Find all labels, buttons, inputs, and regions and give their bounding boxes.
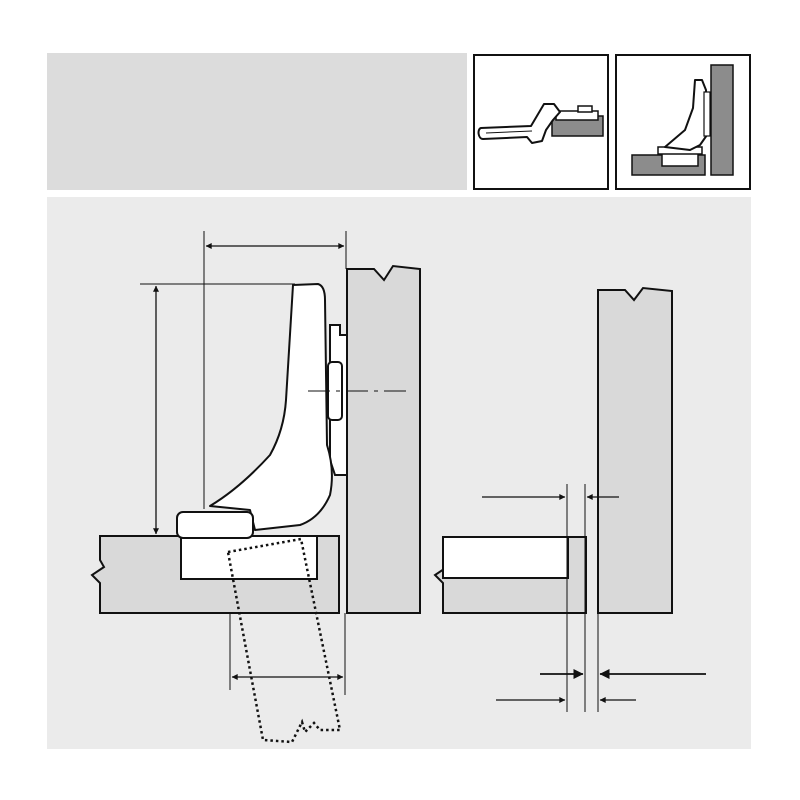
thumb2-side-panel [710, 64, 734, 176]
header-band [47, 53, 467, 190]
thumb1-hinge-arm [477, 103, 561, 144]
left-door-open-outline [226, 537, 342, 744]
right-cup-recess [442, 536, 569, 579]
thumb1-cup-top [577, 105, 593, 113]
left-hinge-arm [209, 283, 333, 531]
left-hinge-cup [176, 511, 254, 539]
hinge-type-full-overlay-thumbnail[interactable] [473, 54, 609, 190]
left-side-panel [346, 264, 421, 614]
thumb2-hinge-arm [664, 79, 708, 151]
left-cup-recess [180, 535, 318, 580]
hinge-type-inset-thumbnail[interactable] [615, 54, 751, 190]
right-side-panel [597, 286, 673, 614]
